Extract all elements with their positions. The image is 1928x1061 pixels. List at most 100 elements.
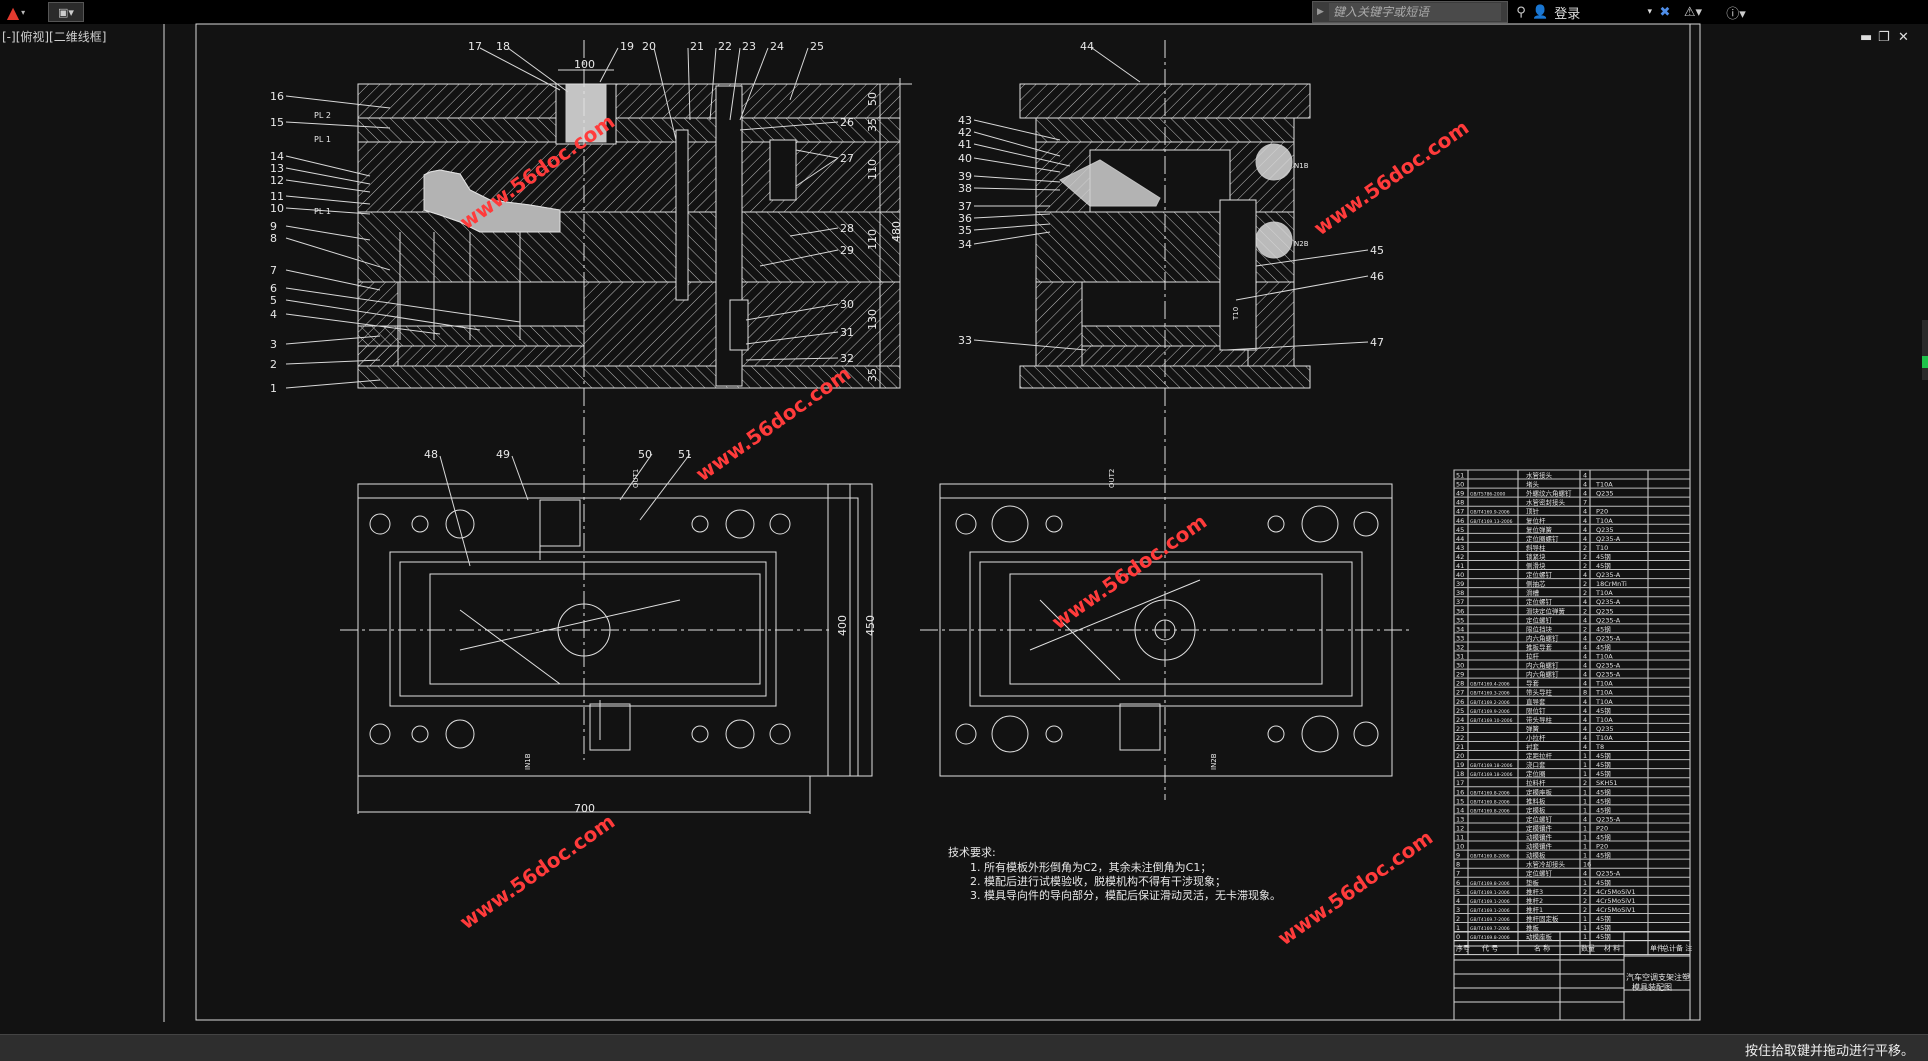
bom-cell: 4Cr5MoSiV1: [1596, 906, 1636, 914]
bom-cell: Q235-A: [1596, 616, 1621, 624]
svg-text:9: 9: [270, 220, 277, 233]
svg-text:15: 15: [270, 116, 284, 129]
svg-text:29: 29: [840, 244, 854, 257]
minimize-icon[interactable]: ▬: [1860, 30, 1873, 45]
bom-cell: 51: [1456, 472, 1464, 480]
bom-cell: 水管接头: [1526, 471, 1553, 480]
bom-cell: 推杆1: [1526, 905, 1543, 914]
svg-text:35: 35: [866, 368, 879, 382]
restore-icon[interactable]: ❐: [1878, 30, 1890, 45]
bom-cell: 30: [1456, 662, 1464, 670]
chevron-down-icon: ▾: [1647, 7, 1652, 17]
svg-text:50: 50: [638, 448, 652, 461]
bom-cell: 26: [1456, 698, 1464, 706]
tech-title: 技术要求:: [948, 846, 996, 859]
bom-cell: Q235: [1596, 607, 1614, 615]
bom-cell: 29: [1456, 671, 1464, 679]
svg-text:34: 34: [958, 238, 972, 251]
quick-access-button[interactable]: ▣▾: [48, 2, 84, 22]
bom-cell: 定位螺钉: [1526, 570, 1553, 579]
svg-text:450: 450: [864, 615, 877, 636]
bom-cell: Q235-A: [1596, 815, 1621, 823]
bom-cell: 6: [1456, 879, 1460, 887]
svg-text:10: 10: [270, 202, 284, 215]
leader-lines-left: [285, 95, 521, 389]
bom-cell: 2: [1583, 779, 1587, 787]
bom-cell: Q235: [1596, 490, 1614, 498]
a360-icon[interactable]: ⚠▾: [1683, 4, 1703, 20]
bom-cell: 1: [1583, 806, 1587, 814]
bom-cell: P20: [1596, 824, 1608, 832]
svg-text:130: 130: [866, 309, 879, 330]
svg-text:汽车空调支架注塑: 汽车空调支架注塑: [1626, 972, 1690, 982]
svg-text:17: 17: [468, 40, 482, 53]
svg-text:21: 21: [690, 40, 704, 53]
scrollbar-track[interactable]: [1922, 320, 1928, 380]
bom-cell: 2: [1583, 897, 1587, 905]
svg-text:OUT1: OUT1: [632, 469, 640, 488]
scrollbar-thumb[interactable]: [1922, 356, 1928, 368]
bom-cell: 44: [1456, 535, 1464, 543]
bom-cell: Q235-A: [1596, 662, 1621, 670]
viewport-controls[interactable]: [-][俯视][二维线框]: [2, 30, 107, 44]
balloon-labels-right-main: 26 27 28 29 30 31 32: [840, 116, 854, 365]
svg-text:5: 5: [270, 294, 277, 307]
svg-text:IN2B: IN2B: [1210, 753, 1218, 770]
bom-cell: Q235-A: [1596, 571, 1621, 579]
bom-cell: 2: [1583, 580, 1587, 588]
svg-text:44: 44: [1080, 40, 1094, 53]
bom-cell: 垫板: [1526, 878, 1540, 887]
svg-text:700: 700: [574, 802, 595, 815]
login-button[interactable]: 👤 登录 ▾: [1532, 2, 1652, 22]
search-input[interactable]: [1329, 3, 1501, 21]
bom-cell: GB/T4169.18-2006: [1470, 772, 1513, 778]
svg-text:38: 38: [958, 182, 972, 195]
svg-text:22: 22: [718, 40, 732, 53]
bom-cell: 27: [1456, 689, 1464, 697]
bom-cell: 46: [1456, 517, 1464, 525]
bom-cell: 2: [1583, 544, 1587, 552]
search-binoculars-icon[interactable]: ⚲: [1516, 4, 1526, 20]
bom-cell: GB/T4169.8-2006: [1470, 935, 1510, 941]
bom-cell: GB/T4169.8-2006: [1470, 799, 1510, 805]
svg-text:www.56doc.com: www.56doc.com: [455, 809, 619, 934]
bom-cell: 动模镶件: [1526, 842, 1553, 851]
bom-cell: 20: [1456, 752, 1464, 760]
bom-cell: GB/T4169.4-2006: [1470, 682, 1510, 688]
bom-cell: 定模镶件: [1526, 823, 1553, 832]
bom-cell: 4Cr5MoSiV1: [1596, 897, 1636, 905]
bom-cell: 推杆3: [1526, 887, 1543, 896]
svg-text:31: 31: [840, 326, 854, 339]
exchange-icon[interactable]: ✖: [1659, 4, 1671, 20]
plan-view-moving-half: [340, 483, 873, 814]
bom-cell: P20: [1596, 508, 1608, 516]
bom-cell: 1: [1583, 933, 1587, 941]
close-icon[interactable]: ✕: [1898, 30, 1909, 45]
bom-cell: GB/T4169.8-2006: [1470, 808, 1510, 814]
svg-text:49: 49: [496, 448, 510, 461]
bom-cell: 13: [1456, 815, 1464, 823]
bom-cell: T10A: [1595, 481, 1613, 489]
svg-text:24: 24: [770, 40, 784, 53]
help-icon[interactable]: ⓘ▾: [1726, 6, 1746, 22]
bom-cell: 1: [1583, 915, 1587, 923]
bom-cell: 4: [1583, 634, 1587, 642]
bom-cell: 推板: [1526, 923, 1540, 932]
bom-cell: 39: [1456, 580, 1464, 588]
application-menu-button[interactable]: ▲ ▾: [0, 0, 32, 24]
bom-cell: 45钢: [1596, 788, 1611, 796]
side-small-labels: N1B N2B T10: [1232, 162, 1309, 321]
bom-cell: 1: [1583, 788, 1587, 796]
svg-text:11: 11: [270, 190, 284, 203]
bom-cell: 拉料杆: [1526, 778, 1546, 787]
bom-cell: 推料板: [1526, 796, 1546, 805]
bom-cell: GB/T4169.10-2006: [1470, 718, 1513, 724]
svg-text:13: 13: [270, 162, 284, 175]
svg-text:39: 39: [958, 170, 972, 183]
bom-cell: 锁紧块: [1526, 552, 1546, 561]
bom-cell: 带头导柱: [1526, 715, 1553, 724]
svg-text:14: 14: [270, 150, 284, 163]
main-dimensions: [558, 69, 912, 388]
expand-arrow-icon[interactable]: ▶: [1317, 7, 1324, 17]
